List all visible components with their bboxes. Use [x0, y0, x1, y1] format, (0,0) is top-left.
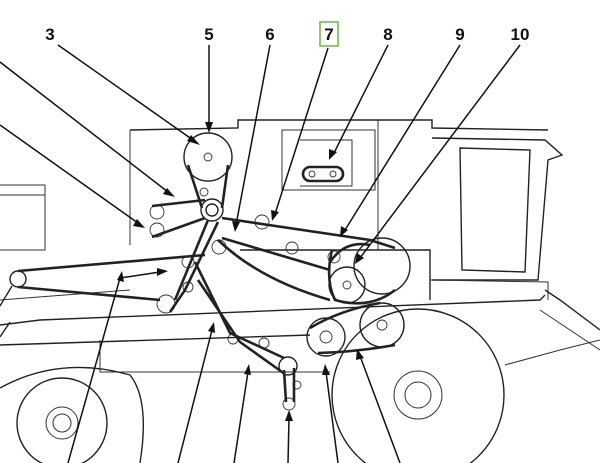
arrow-bottom-5 [325, 371, 339, 463]
cab-outline [431, 137, 564, 281]
belt-8 [301, 165, 345, 183]
callout-5: 5 [204, 25, 213, 44]
belt-vertical [282, 368, 296, 403]
front-wheel-right [331, 308, 600, 463]
arrow-7 [274, 47, 329, 215]
chassis-line-mid [0, 334, 311, 346]
belts [0, 164, 396, 403]
arrow-bottom-3 [233, 371, 249, 463]
left-wheel-arc [0, 366, 144, 463]
callout-7: 7 [324, 25, 333, 44]
arrow-upper-left-2 [0, 124, 139, 224]
left-wheel [16, 377, 108, 463]
belt-left [151, 198, 206, 239]
callout-10: 10 [511, 25, 530, 44]
arrow-10 [359, 44, 521, 259]
callout-3: 3 [45, 25, 54, 44]
chassis-line-upper [0, 294, 546, 326]
callout-arrows [0, 44, 521, 463]
pulley-large-10 [353, 237, 411, 295]
right-fender [504, 339, 600, 366]
right-wheel-center [404, 381, 432, 409]
callout-9: 9 [455, 25, 464, 44]
rear-wheel-left [0, 366, 144, 463]
callout-8: 8 [383, 25, 392, 44]
right-wheel [331, 308, 505, 463]
cab-window [459, 147, 531, 273]
belt-lower-chain [193, 261, 285, 374]
callout-labels: 3 5 6 7 8 9 10 [45, 21, 530, 47]
arrow-9 [344, 44, 461, 231]
belt-9-10 [327, 242, 396, 305]
arrow-bottom-6 [359, 355, 401, 463]
arrow-8 [333, 44, 389, 154]
arrow-upper-left-1 [0, 61, 169, 193]
body-top-edge [129, 119, 549, 131]
pulley-lower [278, 356, 298, 376]
callout-7-highlight-box [319, 21, 339, 47]
belt-long-lower [217, 239, 331, 302]
feeder-line [0, 289, 131, 301]
machine-body [0, 119, 600, 373]
feeder-arm [0, 285, 13, 338]
callout-6: 6 [265, 25, 274, 44]
belt-lower-right [309, 301, 396, 355]
side-panel [0, 184, 46, 251]
arrow-bottom-4 [287, 417, 290, 463]
inner-frame [240, 249, 431, 300]
pulley-top-5 [183, 132, 233, 182]
arrow-bottom-1 [67, 277, 121, 463]
rear-line [544, 289, 600, 331]
arrow-6 [235, 44, 271, 226]
arrow-bottom-2 [177, 329, 213, 463]
pulley-left [9, 270, 27, 288]
arrow-3 [57, 44, 194, 141]
top-box [281, 129, 376, 191]
belt-down [168, 219, 220, 313]
chassis-lower-box [99, 340, 330, 373]
pulley-center [200, 198, 224, 222]
pulley-right-lower [359, 302, 405, 348]
pulley-lower-right [306, 317, 346, 357]
cab-base [429, 279, 549, 300]
belt-feeder [17, 253, 206, 302]
left-wheel-hub [45, 406, 79, 440]
arrow-bottom-1b [119, 271, 161, 279]
rear-line-2 [539, 309, 600, 351]
top-box-inner [300, 139, 353, 187]
belt-long-upper [221, 216, 396, 272]
left-wheel-center [52, 413, 72, 433]
right-wheel-hub [393, 370, 443, 420]
